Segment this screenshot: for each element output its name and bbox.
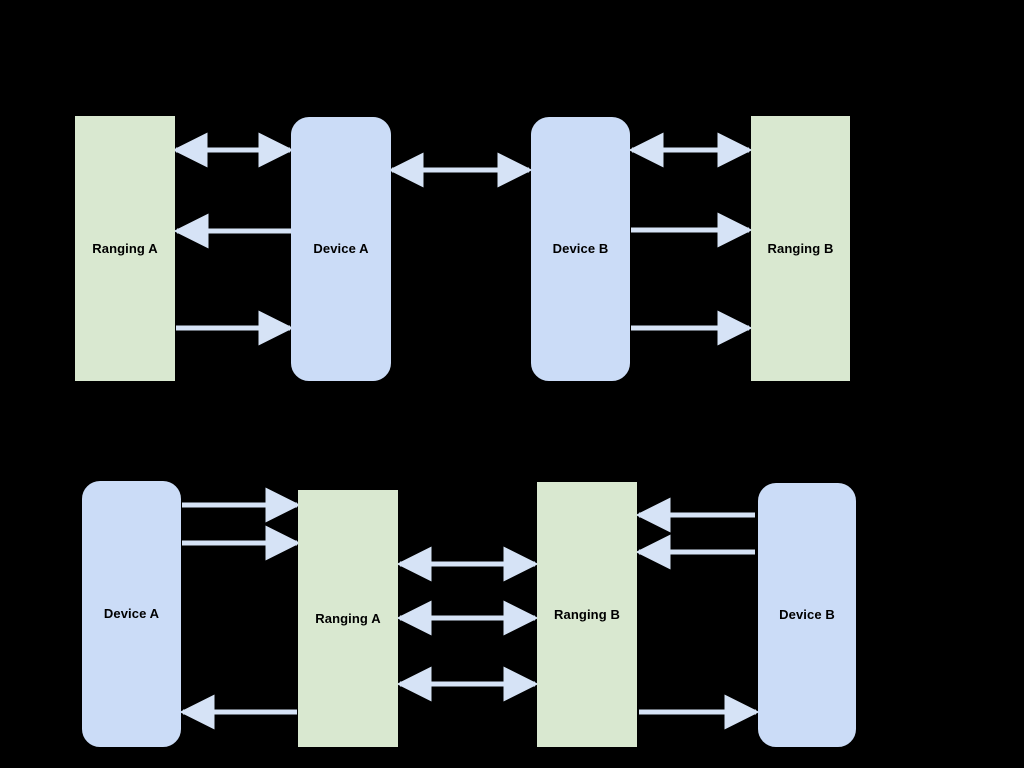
node-bot-device-a[interactable]: Device A <box>82 481 181 747</box>
node-bot-ranging-a[interactable]: Ranging A <box>298 490 398 747</box>
node-label-top-ranging-a: Ranging A <box>92 240 158 256</box>
node-label-top-device-a: Device A <box>313 241 369 257</box>
node-label-bot-device-b: Device B <box>779 607 835 623</box>
node-label-top-ranging-b: Ranging B <box>767 240 834 256</box>
node-label-bot-ranging-b: Ranging B <box>554 606 620 622</box>
node-top-device-a[interactable]: Device A <box>291 117 391 381</box>
node-top-device-b[interactable]: Device B <box>531 117 630 381</box>
node-top-ranging-a[interactable]: Ranging A <box>75 116 175 381</box>
node-label-bot-device-a: Device A <box>103 606 160 622</box>
node-top-ranging-b[interactable]: Ranging B <box>751 116 850 381</box>
node-label-bot-ranging-a: Ranging A <box>315 610 381 626</box>
node-bot-ranging-b[interactable]: Ranging B <box>537 482 637 747</box>
node-bot-device-b[interactable]: Device B <box>758 483 856 747</box>
node-label-top-device-b: Device B <box>552 241 609 257</box>
